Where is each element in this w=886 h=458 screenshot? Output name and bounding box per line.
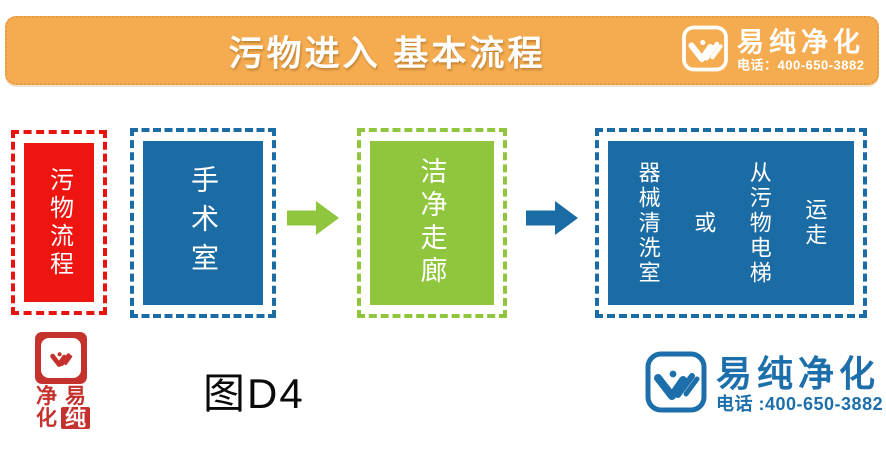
seal-logo-inner [41,338,81,378]
seal-char: 净 [36,383,57,408]
flow-box-operating-room-fill: 手术室 [143,141,263,305]
seal-char: 易 [65,383,86,408]
flow-box-label: 洁净走廊 [416,157,447,289]
brand-logo-icon [644,349,708,420]
brand-phone: 电话：400-650-3882 [737,57,865,73]
arrow-right-icon [287,200,339,236]
brand-phone: 电话 :400-650-3882 [716,394,884,415]
flow-box-clean-corridor: 洁净走廊 [357,128,507,318]
flow-box-label: 手术室 [188,164,219,282]
flow-box-clean-corridor-fill: 洁净走廊 [370,141,494,305]
figure-caption: 图D4 [203,370,305,417]
brand-name: 易纯净化 [716,352,881,394]
destination-column-or: 或 [691,210,717,236]
flow-box-destination-fill: 器械清洗室 或 从污物电梯 运走 [608,141,854,305]
seal-logo-icon [35,332,87,384]
flow-box-destination: 器械清洗室 或 从污物电梯 运走 [595,128,867,318]
flow-box-label: 污物流程 [45,166,73,279]
header-banner: 污物进入 基本流程 易纯净化 电话：400-650-3882 [5,16,879,85]
footer-brand-text: 易纯净化 电话 :400-650-3882 [716,352,884,415]
destination-column-waste-elevator: 从污物电梯 [746,160,772,286]
header-brand-lockup: 易纯净化 电话：400-650-3882 [681,24,865,77]
destination-column-transport-away: 运走 [802,198,828,248]
destination-column-instrument-wash-room: 器械清洗室 [635,160,661,286]
brand-logo-icon [681,24,729,77]
arrow-right-icon [526,200,578,236]
page-title: 污物进入 基本流程 [228,34,546,73]
seal-characters: 净 易 化 纯 [32,385,90,429]
brand-name: 易纯净化 [737,27,865,58]
flow-box-operating-room: 手术室 [130,128,276,318]
seal-char: 化 [36,405,57,430]
flow-box-waste-flow-fill: 污物流程 [24,143,94,302]
seal-char: 纯 [61,407,90,429]
footer-brand-lockup: 易纯净化 电话 :400-650-3882 [644,349,883,420]
company-seal: 净 易 化 纯 [32,332,90,429]
flow-box-waste-flow: 污物流程 [11,130,107,315]
header-brand-text: 易纯净化 电话：400-650-3882 [737,27,865,73]
